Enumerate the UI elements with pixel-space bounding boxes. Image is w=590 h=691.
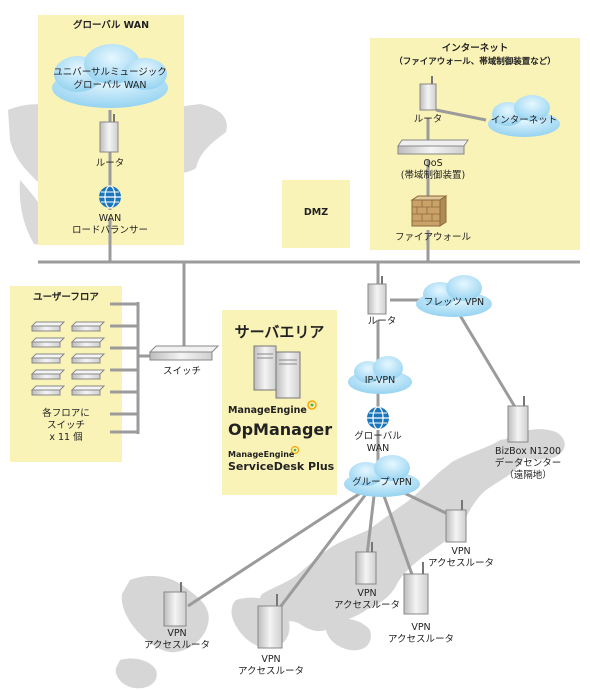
internet-subtitle: （ファイアウォール、帯域制御装置など） — [394, 57, 556, 67]
datacenter-label: データセンター — [494, 458, 562, 469]
router-icon — [445, 500, 467, 543]
flets-vpn-cloud — [416, 275, 492, 317]
manageengine-label-1: ManageEngine — [228, 405, 307, 416]
global-wan-router-label: ルータ — [95, 158, 125, 169]
ip-vpn-label: IP-VPN — [364, 375, 396, 386]
manageengine-logo-mark — [307, 400, 317, 410]
switch-label: スイッチ — [162, 366, 201, 377]
server-area-panel — [222, 310, 337, 495]
global-wan-cloud — [52, 44, 168, 108]
vpn-router-label: VPN — [451, 546, 471, 557]
qos-label: QoS — [423, 158, 443, 169]
vpn-router-label: VPN — [411, 622, 431, 633]
user-floor-panel — [10, 286, 122, 462]
ip-vpn-cloud — [348, 356, 412, 394]
floor-switches — [30, 321, 106, 396]
opmanager-label: OpManager — [228, 420, 333, 439]
dmz-panel — [282, 180, 350, 248]
global-wan-title: グローバル WAN — [72, 20, 150, 31]
user-floor-note-line2: スイッチ — [46, 420, 85, 431]
internet-cloud — [488, 95, 560, 137]
vpn-router-label: VPN — [167, 628, 187, 639]
router-icon — [419, 76, 437, 111]
qos-device-icon — [397, 139, 469, 155]
internet-cloud-label: インターネット — [490, 115, 558, 126]
global-wan-line2-label: WAN — [366, 443, 390, 454]
router-icon — [257, 594, 283, 649]
globe-icon — [367, 406, 389, 430]
user-floor-note-line3: x 11 個 — [49, 432, 83, 443]
firewall-label: ファイアウォール — [394, 232, 471, 243]
router-icon — [507, 396, 529, 443]
vpn-router-sublabel: アクセスルータ — [387, 634, 455, 645]
qos-sub-label: (帯域制御装置) — [400, 170, 466, 181]
wan-label: WAN — [98, 213, 122, 224]
global-wan-cloud-label-line2: グローバル WAN — [73, 80, 147, 91]
global-wan-line1-label: グローバル — [354, 431, 402, 442]
internet-router-label: ルータ — [413, 114, 443, 125]
router-icon — [355, 542, 377, 585]
globe-icon — [99, 185, 121, 209]
router-icon — [99, 114, 119, 153]
global-wan-cloud-label-line1: ユニバーサルミュージック — [53, 67, 167, 78]
firewall-icon — [410, 195, 448, 227]
vpn-router-sublabel: アクセスルータ — [143, 640, 211, 651]
vpn-router-sublabel: アクセスルータ — [333, 600, 401, 611]
router-icon — [403, 562, 429, 615]
switch-icon — [148, 345, 220, 361]
manageengine-logo-mark — [290, 445, 300, 455]
bizbox-label: BizBox N1200 — [494, 446, 562, 457]
group-vpn-label: グループ VPN — [352, 477, 412, 488]
manageengine-label-2: ManageEngine — [228, 450, 295, 459]
user-floor-title: ユーザーフロア — [33, 292, 99, 303]
user-floor-note-line1: 各フロアに — [42, 408, 90, 419]
servicedesk-plus-label: ServiceDesk Plus — [228, 460, 335, 473]
flets-vpn-label: フレッツ VPN — [423, 297, 485, 308]
core-router-label: ルータ — [367, 316, 397, 327]
router-icon — [367, 276, 387, 315]
vpn-router-label: VPN — [357, 588, 377, 599]
load-balancer-label: ロードバランサー — [71, 225, 148, 236]
vpn-router-sublabel: アクセスルータ — [237, 666, 305, 677]
group-vpn-cloud — [344, 455, 420, 497]
router-icon — [163, 582, 187, 627]
server-icon — [253, 345, 277, 391]
vpn-router-label: VPN — [261, 654, 281, 665]
internet-title: インターネット — [441, 43, 509, 54]
server-area-title: サーバエリア — [234, 323, 325, 341]
vpn-router-sublabel: アクセスルータ — [427, 558, 495, 569]
dmz-label: DMZ — [303, 207, 329, 218]
server-icon — [275, 351, 301, 399]
remote-site-label: （遠隔地） — [504, 470, 552, 481]
